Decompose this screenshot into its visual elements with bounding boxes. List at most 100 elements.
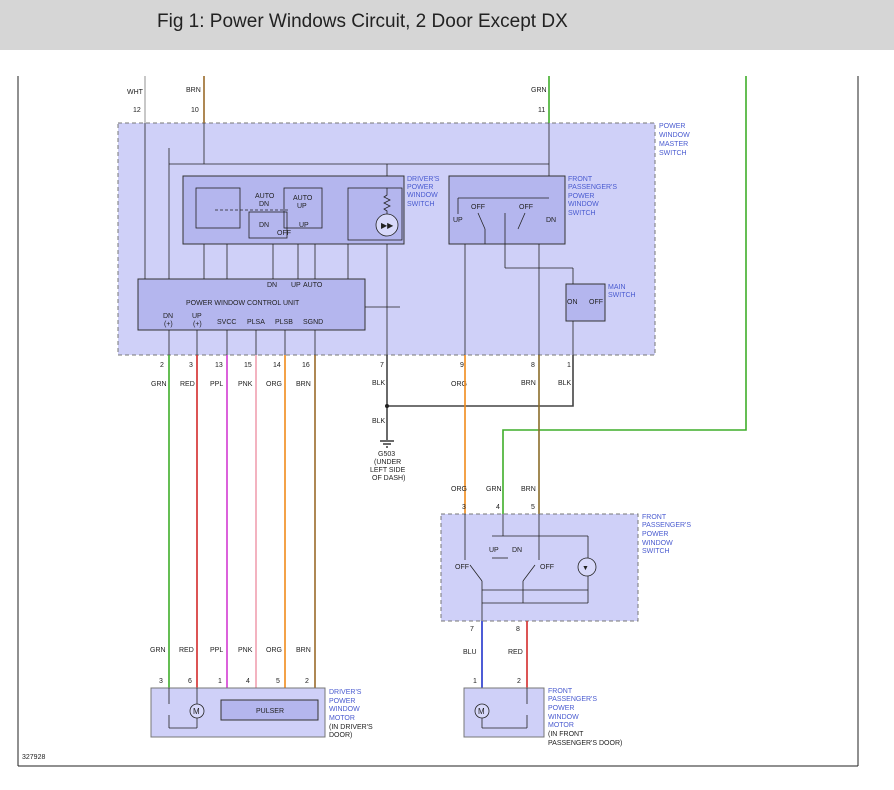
svg-text:OFF: OFF [471,204,485,211]
svg-text:BRN: BRN [296,647,311,654]
svg-text:POWER: POWER [407,184,433,191]
svg-text:BLK: BLK [372,418,386,425]
control-unit-box [137,278,366,331]
svg-text:AUTO: AUTO [303,282,323,289]
header-bar: Fig 1: Power Windows Circuit, 2 Door Exc… [0,0,894,50]
svg-text:PASSENGER'S DOOR): PASSENGER'S DOOR) [548,740,622,747]
svg-text:PPL: PPL [210,647,223,654]
svg-text:AUTO: AUTO [255,193,275,200]
driver-switch-contacts [195,187,403,241]
master-switch-label: POWER WINDOW MASTER SWITCH [659,123,690,157]
svg-text:RED: RED [180,381,195,388]
page-title: Fig 1: Power Windows Circuit, 2 Door Exc… [157,11,568,32]
svg-text:10: 10 [191,107,199,114]
svg-text:BRN: BRN [521,380,536,387]
svg-text:15: 15 [244,362,252,369]
svg-text:MOTOR: MOTOR [548,722,574,729]
svg-text:GRN: GRN [151,381,167,388]
led-icon: ▶▶ [381,221,394,230]
diagram-frame [17,76,859,767]
fp-motor-label: FRONT PASSENGER'S POWER WINDOW MOTOR (IN… [548,688,622,747]
svg-text:RED: RED [508,649,523,656]
top-wire-labels: WHT 12 BRN 10 GRN 11 [127,87,547,114]
svg-text:DN: DN [259,201,269,208]
svg-text:G503: G503 [378,451,395,458]
svg-text:GRN: GRN [531,87,547,94]
fp-bottom-labels: 7 BLU 8 RED 1 2 [463,626,523,685]
fp-switch-text: UP DN OFF OFF [455,547,554,571]
fp-switch-master-text: UP OFF OFF DN [453,204,556,224]
svg-text:MAIN: MAIN [608,284,626,291]
svg-text:BLK: BLK [558,380,572,387]
svg-text:WINDOW: WINDOW [642,540,673,547]
master-bottom-labels: 2 GRN 3 RED 13 PPL 15 PNK 14 ORG 16 BRN … [151,362,572,388]
svg-text:MASTER: MASTER [659,141,688,148]
svg-text:3: 3 [462,504,466,511]
svg-text:PPL: PPL [210,381,223,388]
svg-text:POWER: POWER [548,705,574,712]
svg-text:AUTO: AUTO [293,195,313,202]
svg-text:6: 6 [188,678,192,685]
main-switch-box [565,283,606,322]
svg-text:WINDOW: WINDOW [568,201,599,208]
svg-text:GRN: GRN [486,486,502,493]
driver-motor-internal [168,688,198,729]
main-switch-label: MAIN SWITCH ON OFF [567,284,636,306]
svg-text:UP: UP [489,547,499,554]
svg-text:SWITCH: SWITCH [407,201,435,208]
control-unit-title: POWER WINDOW CONTROL UNIT [186,300,300,307]
pulser-box [220,699,319,721]
svg-text:DN: DN [267,282,277,289]
svg-text:PASSENGER'S: PASSENGER'S [548,696,597,703]
svg-text:9: 9 [460,362,464,369]
svg-text:PASSENGER'S: PASSENGER'S [642,522,691,529]
svg-text:ORG: ORG [451,381,467,388]
fp-switch-contacts [464,514,589,621]
svg-text:ORG: ORG [266,381,282,388]
svg-text:BRN: BRN [296,381,311,388]
svg-text:SWITCH: SWITCH [568,210,596,217]
master-internal-wiring [144,123,574,355]
svg-text:▶▶: ▶▶ [381,221,394,230]
diagram-id: 327928 [22,754,45,761]
svg-text:ORG: ORG [266,647,282,654]
fp-wires [464,355,540,514]
ground-label: BLK G503 (UNDER LEFT SIDE OF DASH) [370,418,406,482]
svg-text:(IN DRIVER'S: (IN DRIVER'S [329,724,373,731]
svg-text:12: 12 [133,107,141,114]
svg-text:DRIVER'S: DRIVER'S [329,689,362,696]
svg-text:DN: DN [259,222,269,229]
svg-text:UP: UP [192,313,202,320]
svg-text:16: 16 [302,362,310,369]
control-unit-pins: DN UP AUTO DN (+) UP (+) SVCC PLSA PLSB … [163,282,323,328]
svg-text:SGND: SGND [303,319,323,326]
svg-text:ORG: ORG [451,486,467,493]
svg-text:UP: UP [453,217,463,224]
svg-text:7: 7 [380,362,384,369]
svg-text:SWITCH: SWITCH [608,292,636,299]
svg-text:DN: DN [163,313,173,320]
svg-text:FRONT: FRONT [548,688,573,695]
svg-text:OFF: OFF [540,564,554,571]
svg-text:7: 7 [470,626,474,633]
svg-text:OF DASH): OF DASH) [372,475,405,482]
svg-text:M: M [478,707,485,716]
svg-text:FRONT: FRONT [642,514,667,521]
svg-text:OFF: OFF [589,299,603,306]
svg-text:SWITCH: SWITCH [659,150,687,157]
driver-motor-label: DRIVER'S POWER WINDOW MOTOR (IN DRIVER'S… [329,689,373,739]
svg-text:POWER: POWER [659,123,685,130]
svg-text:(IN FRONT: (IN FRONT [548,731,584,738]
svg-text:UP: UP [291,282,301,289]
svg-text:DRIVER'S: DRIVER'S [407,176,440,183]
fp-motor-internal [481,688,528,729]
fp-switch-master-contacts [457,197,573,269]
fp-top-labels: ORG 3 GRN 4 BRN 5 [451,486,536,511]
svg-text:▼: ▼ [582,565,589,572]
top-wires [144,76,747,514]
svg-text:PASSENGER'S: PASSENGER'S [568,184,617,191]
svg-text:13: 13 [215,362,223,369]
svg-text:UP: UP [297,203,307,210]
driver-motor-wire-labels: GRN RED PPL PNK ORG BRN 3 6 1 4 5 2 [150,647,311,685]
svg-text:(+): (+) [193,321,202,328]
